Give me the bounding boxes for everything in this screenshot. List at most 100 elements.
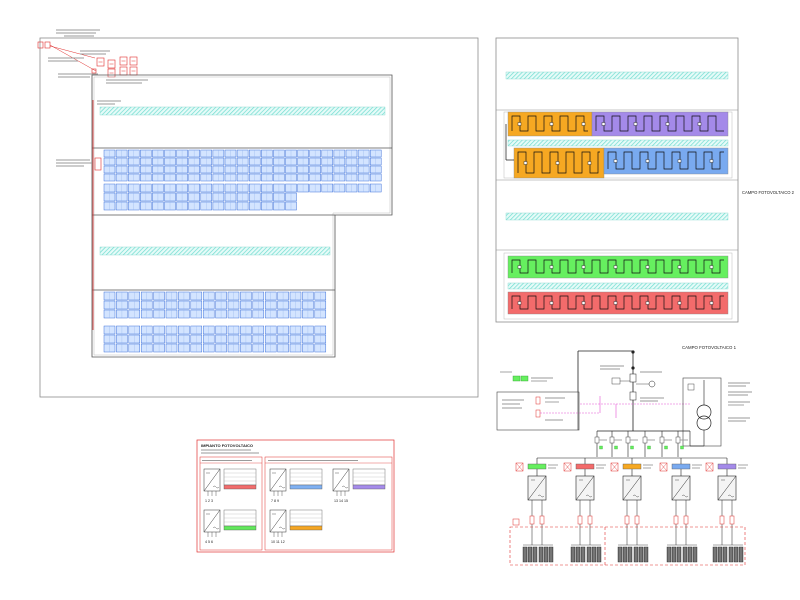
string-connector xyxy=(709,265,714,269)
string-connector xyxy=(645,159,650,163)
ac-mark xyxy=(585,494,593,498)
main-switch xyxy=(629,391,637,401)
string-fuse xyxy=(587,515,593,525)
hatch-strip xyxy=(505,71,729,80)
string-fuse xyxy=(539,515,545,525)
breaker-tag xyxy=(647,445,651,450)
feeder-breaker xyxy=(594,436,600,444)
main-breaker xyxy=(629,373,637,383)
meter-panel-box xyxy=(496,391,580,431)
string-connector xyxy=(697,122,702,126)
meter-symbol xyxy=(512,375,521,382)
isolator-cross xyxy=(515,462,524,472)
string-color-swatch xyxy=(289,484,323,490)
string-wiring xyxy=(511,115,588,132)
string-numbers: 13 14 15 xyxy=(334,499,348,503)
dc-isolator xyxy=(705,462,714,472)
ac-mark xyxy=(341,485,349,489)
breaker-tag xyxy=(680,445,684,450)
string-fuse xyxy=(683,515,689,525)
inverter-color-tag xyxy=(717,463,737,470)
ac-mark xyxy=(278,526,286,530)
feeder-breaker xyxy=(625,436,631,444)
string-connector xyxy=(613,159,618,163)
string-connector xyxy=(613,301,618,305)
isolator-cross xyxy=(563,462,572,472)
inverter-diagonal xyxy=(203,509,221,533)
inverter-unit xyxy=(515,458,558,563)
hatch-strip xyxy=(99,246,331,256)
fuse-symbol xyxy=(535,409,541,418)
string-connector xyxy=(677,265,682,269)
inverter-diagonal xyxy=(203,468,221,492)
string-fuse xyxy=(529,515,535,525)
string-connector xyxy=(645,265,650,269)
string-connector xyxy=(601,122,606,126)
inverter-color-tag xyxy=(622,463,642,470)
site-plan-frame xyxy=(37,29,479,398)
breaker-tag xyxy=(599,445,603,450)
string-junction-box xyxy=(94,157,102,171)
feeder-breaker xyxy=(675,436,681,444)
ac-mark xyxy=(727,494,735,498)
feeder-breaker xyxy=(659,436,665,444)
legend-title: IMPIANTO FOTOVOLTAICO xyxy=(201,443,253,448)
isolator-cross xyxy=(705,462,714,472)
feeder-breaker xyxy=(642,436,648,444)
inverter-diagonal xyxy=(575,475,595,501)
inverter-unit xyxy=(659,458,702,563)
legend-section-2 xyxy=(264,456,393,551)
inverter-color-tag xyxy=(671,463,691,470)
inverter-diagonal xyxy=(622,475,642,501)
breaker-tag xyxy=(630,445,634,450)
inverter-diagonal xyxy=(671,475,691,501)
string-connector xyxy=(517,122,522,126)
transformer-winding xyxy=(696,415,712,431)
breaker-tag xyxy=(664,445,668,450)
dc-junction-box xyxy=(512,518,520,526)
hatch-strip xyxy=(507,282,729,290)
string-connector xyxy=(613,265,618,269)
feeder-breaker xyxy=(609,436,615,444)
inverter-unit xyxy=(610,458,653,563)
campo-2-label: CAMPO FOTOVOLTAICO 2 xyxy=(742,190,794,195)
legend-border xyxy=(196,439,395,553)
string-color-swatch xyxy=(223,525,257,531)
legend-inverter: 1 2 3 xyxy=(203,468,257,503)
string-connector xyxy=(587,161,592,165)
string-fuse xyxy=(577,515,583,525)
campo-1-label: CAMPO FOTOVOLTAICO 1 xyxy=(682,345,736,350)
single-line-diagram xyxy=(496,350,752,566)
dc-isolator xyxy=(515,462,524,472)
string-connector xyxy=(517,301,522,305)
ac-mark xyxy=(632,494,640,498)
legend-inverter: 13 14 15 xyxy=(332,468,386,503)
string-connector xyxy=(549,265,554,269)
string-wiring xyxy=(511,259,724,274)
string-fuse xyxy=(673,515,679,525)
string-red xyxy=(507,291,729,315)
fuse-symbol xyxy=(535,396,541,405)
hatch-strip xyxy=(505,212,729,221)
string-color-swatch xyxy=(289,525,323,531)
ac-mark xyxy=(537,494,545,498)
meter-symbol xyxy=(520,375,529,382)
legend-section-1 xyxy=(199,456,263,551)
legend-inverter: 4 5 6 xyxy=(203,509,257,544)
isolator-cross xyxy=(610,462,619,472)
string-connector xyxy=(517,265,522,269)
ac-mark xyxy=(212,485,220,489)
ac-mark xyxy=(212,526,220,530)
hatch-strip xyxy=(99,106,386,116)
hatch-strip xyxy=(507,139,729,147)
transformer-winding xyxy=(696,404,712,420)
string-connector xyxy=(549,122,554,126)
building-roof-outline xyxy=(56,74,393,358)
string-fuse xyxy=(719,515,725,525)
inverter-diagonal xyxy=(332,468,350,492)
protection-relay xyxy=(687,383,695,391)
string-numbers: 10 11 12 xyxy=(271,540,285,544)
